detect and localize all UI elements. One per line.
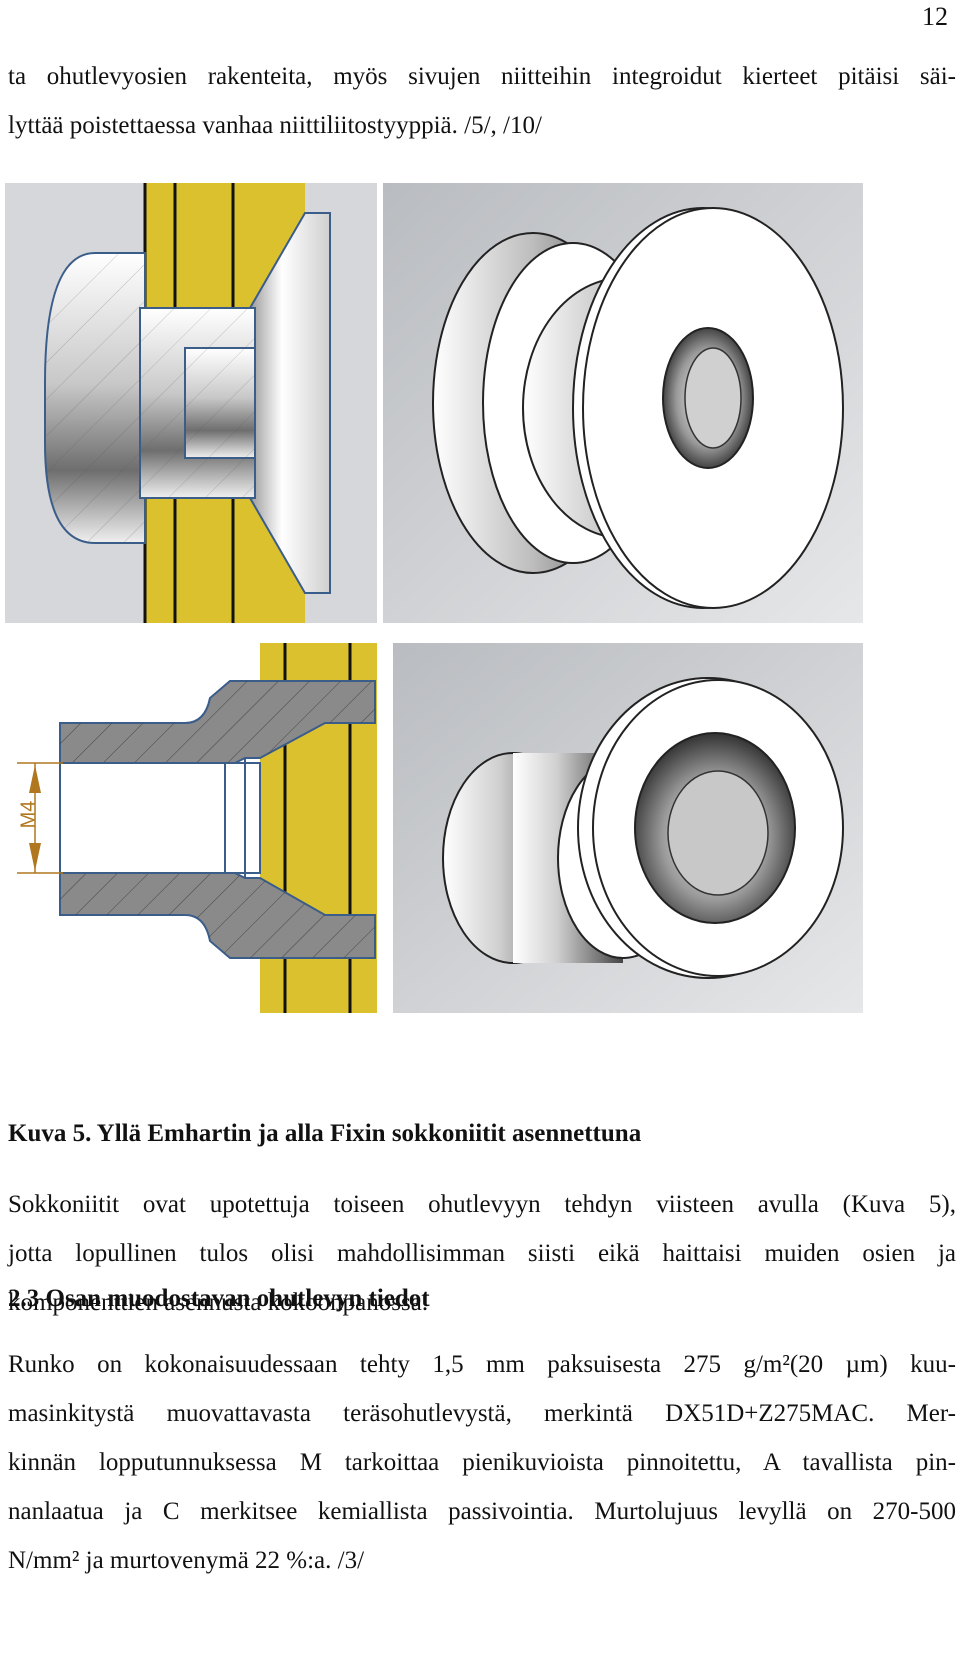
section-heading: 2.3 Osan muodostavan ohutlevyn tiedot	[8, 1285, 430, 1312]
paragraph-line: kinnän lopputunnuksessa M tarkoittaa pie…	[8, 1449, 956, 1476]
fix-3d-view	[393, 643, 863, 1013]
intro-line: ta ohutlevyosien rakenteita, myös sivuje…	[8, 63, 956, 90]
paragraph-2: Runko on kokonaisuudessaan tehty 1,5 mm …	[8, 1340, 956, 1585]
intro-paragraph: ta ohutlevyosien rakenteita, myös sivuje…	[8, 52, 956, 150]
paragraph-1: Sokkoniitit ovat upotettuja toiseen ohut…	[8, 1180, 956, 1327]
emhart-section-view	[5, 183, 377, 623]
figure-caption: Kuva 5. Yllä Emhartin ja alla Fixin sokk…	[8, 1120, 642, 1147]
emhart-3d-view	[383, 183, 863, 623]
intro-line: lyttää poistettaessa vanhaa niittiliitos…	[8, 112, 542, 139]
paragraph-line: Runko on kokonaisuudessaan tehty 1,5 mm …	[8, 1351, 956, 1378]
paragraph-line: jotta lopullinen tulos olisi mahdollisim…	[8, 1240, 956, 1267]
paragraph-line: komponenttien asennusta kokoonpanossa.	[8, 1289, 429, 1316]
paragraph-line: Sokkoniitit ovat upotettuja toiseen ohut…	[8, 1191, 956, 1218]
dimension-label: M4	[17, 800, 40, 829]
paragraph-line: N/mm² ja murtovenymä 22 %:a. /3/	[8, 1547, 365, 1574]
fix-section-view: M4	[5, 643, 377, 1013]
paragraph-line: masinkitystä muovattavasta teräsohutlevy…	[8, 1400, 956, 1427]
page-number: 12	[922, 2, 948, 31]
paragraph-line: nanlaatua ja C merkitsee kemiallista pas…	[8, 1498, 956, 1525]
